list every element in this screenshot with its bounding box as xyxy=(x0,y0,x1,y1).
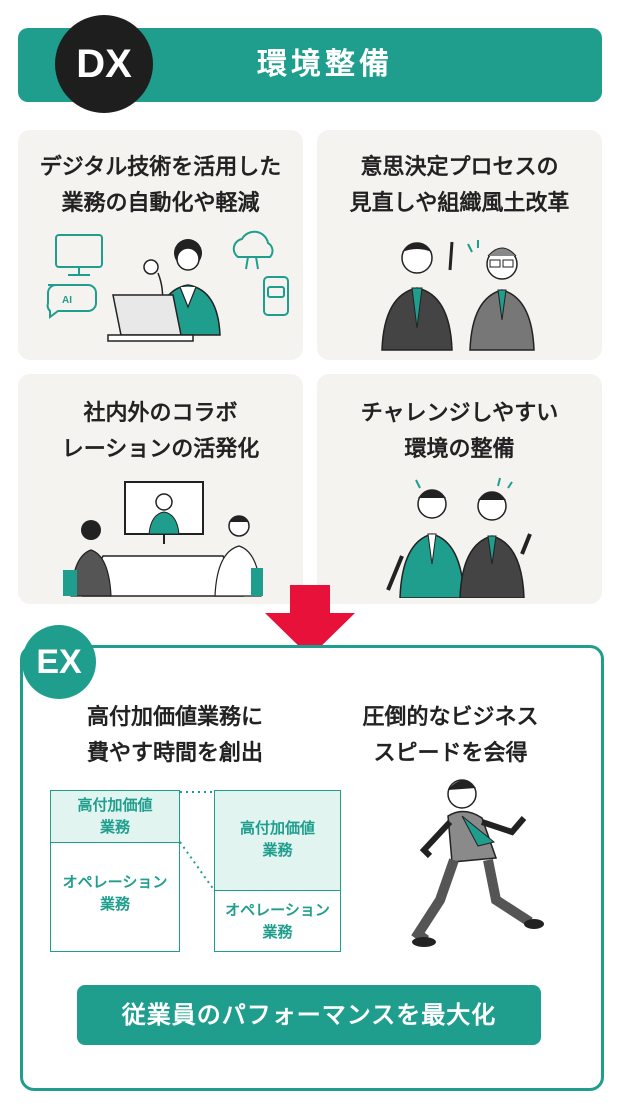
card-title-line1: チャレンジしやすい xyxy=(360,401,559,426)
card-title: チャレンジしやすい 環境の整備 xyxy=(317,396,602,468)
after-high-value-line1: 高付加価値 xyxy=(239,819,315,837)
running-businessman-illustration xyxy=(411,779,544,947)
after-operation-line2: 業務 xyxy=(262,923,293,941)
before-high-value-line2: 業務 xyxy=(99,818,130,836)
card-title-line2: 環境の整備 xyxy=(404,437,515,462)
dx-badge: DX xyxy=(55,15,153,113)
before-high-value-line1: 高付加価値 xyxy=(77,796,153,814)
ex-badge: EX xyxy=(22,625,96,699)
before-work-stack: 高付加価値 業務 オペレーション 業務 xyxy=(50,790,180,952)
ex-right-title-line1: 圧倒的なビジネス xyxy=(362,705,539,730)
card-title-line1: 意思決定プロセスの xyxy=(360,155,559,180)
ex-right-title-line2: スピードを会得 xyxy=(373,741,528,766)
card-title-line2: 業務の自動化や軽減 xyxy=(61,191,260,216)
card-decision-process: 意思決定プロセスの 見直しや組織風土改革 xyxy=(317,130,602,360)
video-meeting-illustration xyxy=(63,481,263,597)
after-high-value-segment: 高付加価値 業務 xyxy=(215,791,340,891)
performance-result-banner: 従業員のパフォーマンスを最大化 xyxy=(77,985,541,1045)
card-title-line2: レーションの活発化 xyxy=(61,437,260,462)
card-collaboration: 社内外のコラボ レーションの活発化 xyxy=(18,374,303,604)
before-operation-line2: 業務 xyxy=(99,895,130,913)
card-digital-automation: デジタル技術を活用した 業務の自動化や軽減 AI xyxy=(18,130,303,360)
after-operation-segment: オペレーション 業務 xyxy=(215,899,340,943)
down-arrow-icon xyxy=(265,585,355,657)
before-operation-line1: オペレーション xyxy=(62,873,168,891)
after-work-stack: 高付加価値 業務 オペレーション 業務 xyxy=(214,790,341,952)
card-challenge-environment: チャレンジしやすい 環境の整備 xyxy=(317,374,602,604)
ex-left-title-line1: 高付加価値業務に xyxy=(86,705,263,730)
card-title: 社内外のコラボ レーションの活発化 xyxy=(18,396,303,468)
card-title-line1: 社内外のコラボ xyxy=(83,401,238,426)
ex-left-title-line2: 費やす時間を創出 xyxy=(86,741,263,766)
card-title-line2: 見直しや組織風土改革 xyxy=(349,191,570,216)
supportive-colleagues-illustration xyxy=(386,477,532,598)
ex-left-title: 高付加価値業務に 費やす時間を創出 xyxy=(40,700,310,772)
svg-text:AI: AI xyxy=(62,295,72,306)
dx-header-title: 環境整備 xyxy=(257,47,393,82)
card-title-line1: デジタル技術を活用した xyxy=(39,155,282,180)
before-high-value-segment: 高付加価値 業務 xyxy=(51,791,179,843)
after-high-value-line2: 業務 xyxy=(262,841,293,859)
ex-right-title: 圧倒的なビジネス スピードを会得 xyxy=(318,700,583,772)
card-title: 意思決定プロセスの 見直しや組織風土改革 xyxy=(317,150,602,222)
card-title: デジタル技術を活用した 業務の自動化や軽減 xyxy=(18,150,303,222)
laptop-worker-illustration: AI xyxy=(46,230,289,342)
comparison-connector-lines xyxy=(180,791,215,891)
before-operation-segment: オペレーション 業務 xyxy=(51,871,179,915)
after-operation-line1: オペレーション xyxy=(225,901,330,919)
business-discussion-illustration xyxy=(381,240,535,351)
